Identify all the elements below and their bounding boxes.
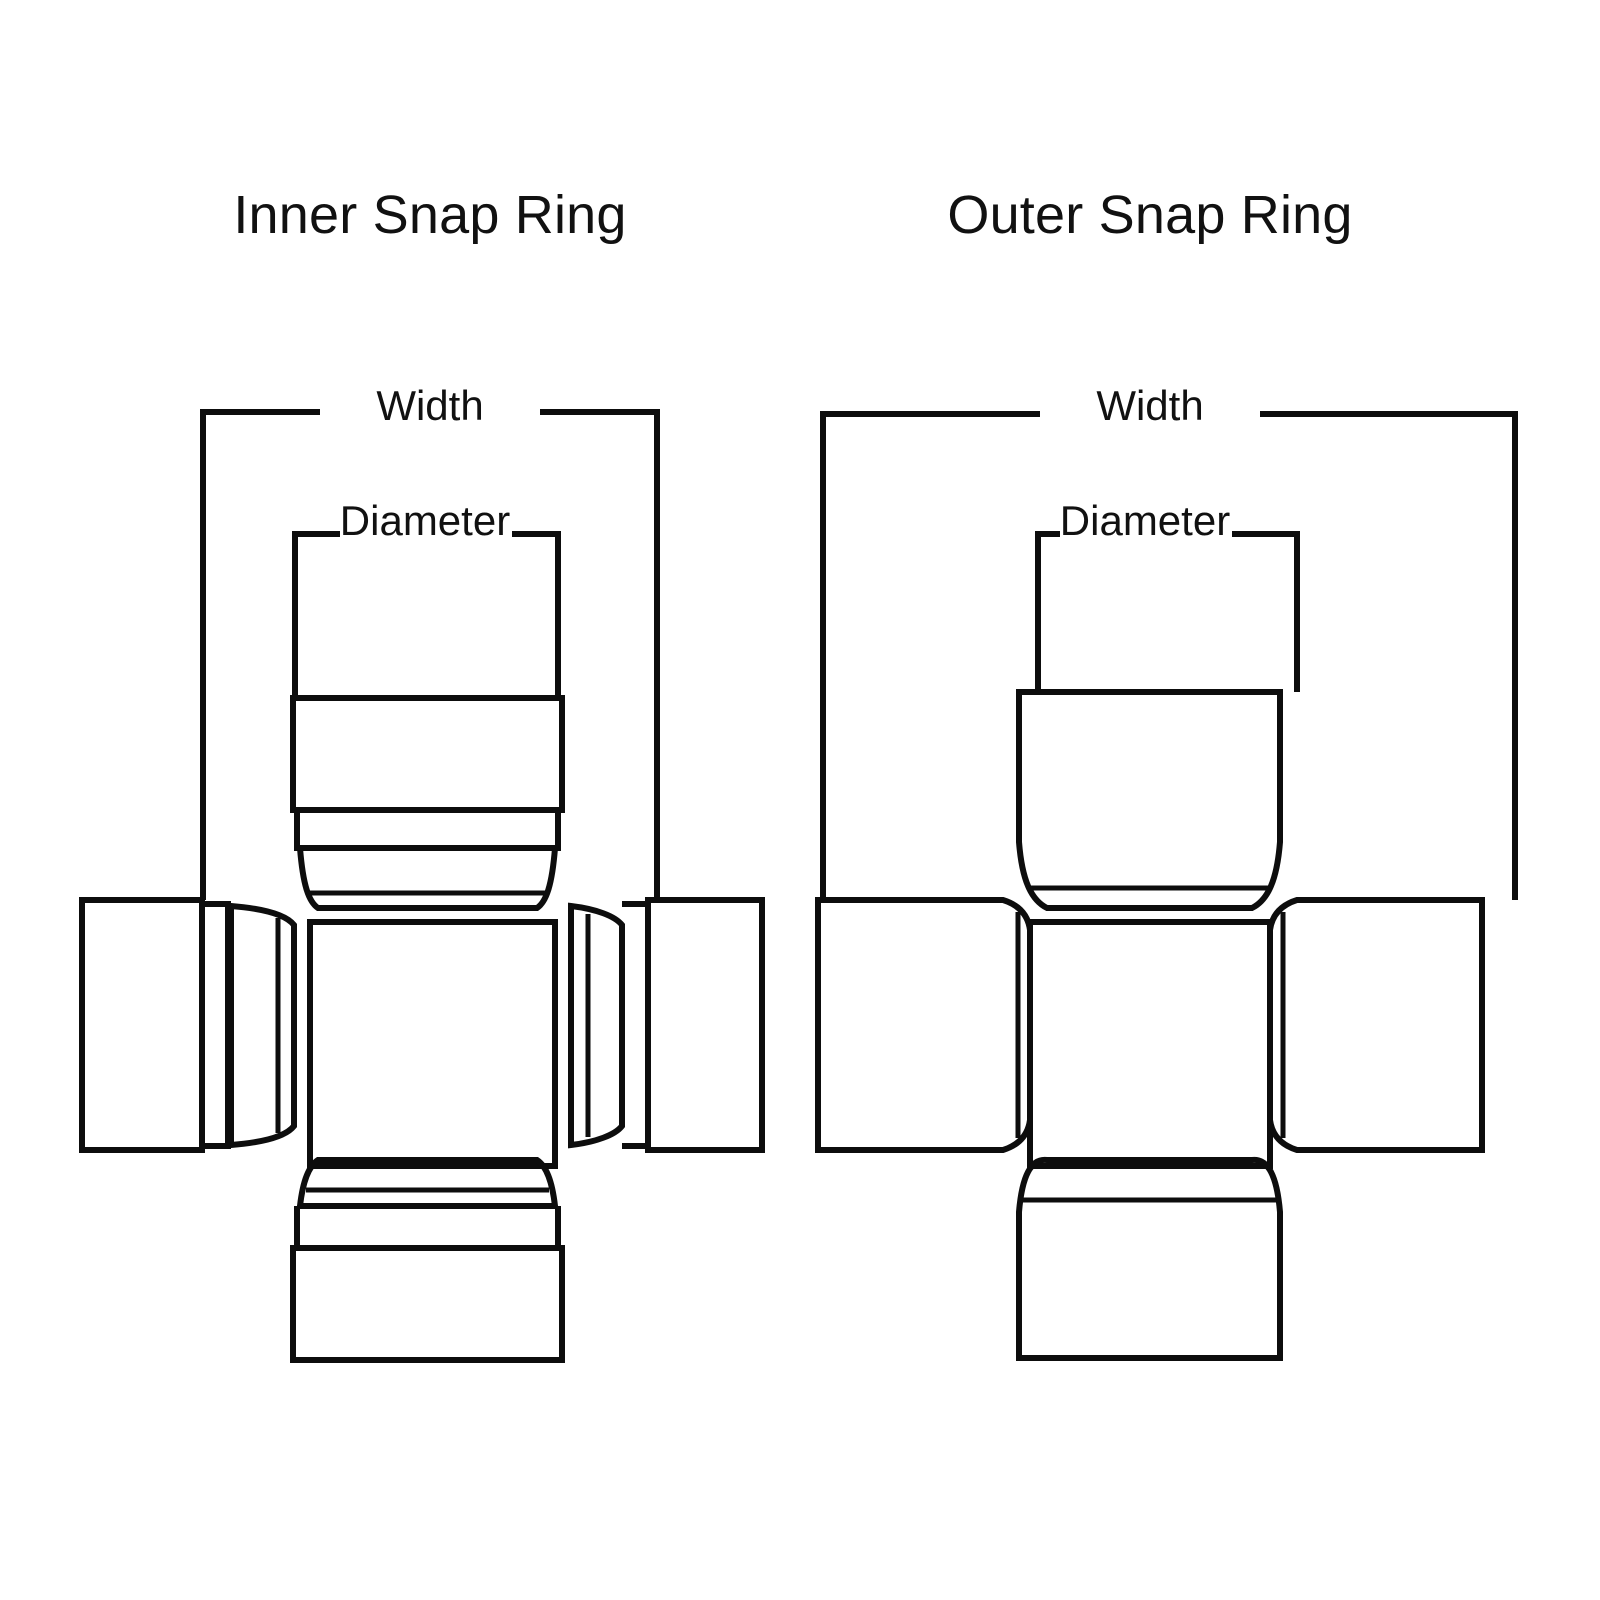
dimension-bracket-diameter-outer — [1035, 531, 1300, 692]
center-cross-body-outer — [1027, 919, 1273, 1169]
figure-inner-snap-ring — [79, 409, 765, 1363]
dimension-bracket-width-outer — [820, 411, 1518, 900]
bearing-arm-left-outer — [815, 897, 1033, 1153]
dimension-bracket-diameter-inner — [292, 531, 561, 698]
bearing-arm-right-inner — [568, 897, 765, 1153]
bearing-cap-top-inner — [290, 695, 565, 911]
bearing-cap-bottom-inner — [290, 1157, 565, 1363]
dimension-label-width-outer: Width — [1040, 385, 1260, 427]
center-cross-body-inner — [307, 919, 558, 1169]
bearing-arm-left-inner — [79, 897, 297, 1153]
figure-outer-snap-ring — [815, 411, 1518, 1361]
dimension-label-width-inner: Width — [320, 385, 540, 427]
panel-title-inner-snap-ring: Inner Snap Ring — [233, 185, 627, 245]
dimension-label-diameter-inner: Diameter — [300, 500, 550, 542]
bearing-cap-top-outer — [1016, 689, 1283, 911]
dimension-label-diameter-outer: Diameter — [1020, 500, 1270, 542]
bearing-cap-bottom-outer — [1016, 1156, 1283, 1361]
panel-title-outer-snap-ring: Outer Snap Ring — [947, 185, 1353, 245]
dimension-bracket-width-inner — [200, 409, 660, 900]
bearing-arm-right-outer — [1267, 897, 1485, 1153]
